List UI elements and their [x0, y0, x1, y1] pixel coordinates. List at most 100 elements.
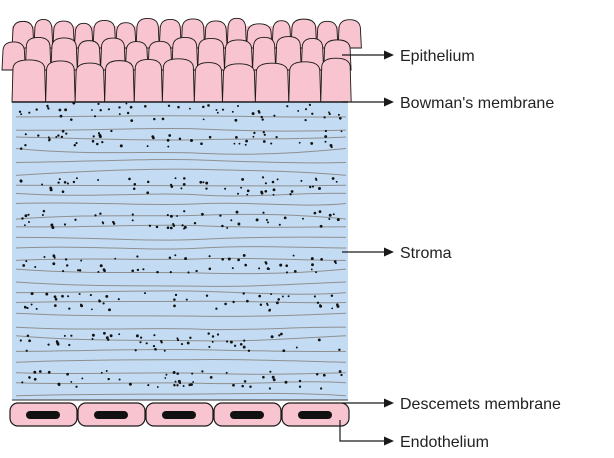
keratocyte-dot: [33, 371, 36, 374]
keratocyte-dot: [230, 219, 232, 221]
keratocyte-dot: [286, 105, 288, 107]
keratocyte-dot: [147, 384, 149, 386]
keratocyte-dot: [52, 262, 55, 265]
keratocyte-dot: [189, 108, 191, 110]
keratocyte-dot: [51, 189, 53, 191]
keratocyte-dot: [232, 384, 235, 387]
keratocyte-dot: [80, 260, 82, 262]
keratocyte-dot: [80, 304, 82, 306]
keratocyte-dot: [267, 304, 269, 306]
epithelium-cell: [194, 63, 222, 102]
keratocyte-dot: [99, 135, 102, 138]
keratocyte-dot: [165, 374, 167, 376]
keratocyte-dot: [323, 374, 326, 377]
keratocyte-dot: [262, 176, 264, 178]
keratocyte-dot: [258, 267, 260, 269]
keratocyte-dot: [232, 111, 234, 113]
keratocyte-dot: [103, 332, 106, 335]
keratocyte-dot: [79, 293, 81, 295]
keratocyte-dot: [233, 143, 235, 145]
keratocyte-dot: [219, 214, 221, 216]
keratocyte-dot: [329, 214, 332, 217]
keratocyte-dot: [207, 332, 209, 334]
keratocyte-dot: [137, 269, 139, 271]
keratocyte-dot: [333, 213, 335, 215]
epithelium-cell: [75, 63, 105, 102]
keratocyte-dot: [266, 219, 268, 221]
keratocyte-dot: [152, 137, 155, 140]
keratocyte-dot: [263, 140, 266, 143]
keratocyte-dot: [199, 181, 202, 184]
keratocyte-dot: [296, 347, 298, 349]
epithelium-layer: [2, 18, 361, 102]
keratocyte-dot: [147, 145, 149, 147]
keratocyte-dot: [331, 295, 333, 297]
keratocyte-dot: [195, 270, 197, 272]
keratocyte-dot: [156, 226, 159, 229]
epithelium-cell: [12, 60, 46, 102]
keratocyte-dot: [47, 343, 49, 345]
keratocyte-dot: [261, 192, 264, 195]
keratocyte-dot: [62, 130, 65, 133]
keratocyte-dot: [64, 223, 66, 225]
keratocyte-dot: [264, 190, 267, 193]
keratocyte-dot: [110, 334, 113, 337]
descemet-arrowhead: [384, 399, 394, 408]
keratocyte-dot: [157, 386, 159, 388]
keratocyte-dot: [272, 376, 275, 379]
keratocyte-dot: [57, 134, 59, 136]
keratocyte-dot: [247, 190, 250, 193]
keratocyte-dot: [258, 111, 260, 113]
keratocyte-dot: [262, 212, 264, 214]
keratocyte-dot: [24, 224, 26, 226]
keratocyte-dot: [302, 218, 304, 220]
keratocyte-dot: [314, 212, 317, 215]
keratocyte-dot: [243, 346, 246, 349]
keratocyte-dot: [164, 350, 166, 352]
keratocyte-dot: [103, 302, 105, 304]
keratocyte-dot: [232, 267, 234, 269]
keratocyte-dot: [169, 257, 172, 260]
keratocyte-dot: [97, 271, 99, 273]
keratocyte-dot: [320, 225, 323, 228]
keratocyte-dot: [130, 106, 133, 109]
keratocyte-dot: [224, 303, 227, 306]
keratocyte-dot: [263, 131, 265, 133]
keratocyte-dot: [28, 376, 30, 378]
keratocyte-dot: [282, 349, 285, 352]
keratocyte-dot: [239, 143, 241, 145]
keratocyte-dot: [174, 254, 176, 256]
keratocyte-dot: [305, 108, 307, 110]
keratocyte-dot: [207, 104, 210, 107]
keratocyte-dot: [294, 270, 297, 273]
keratocyte-dot: [205, 187, 207, 189]
keratocyte-dot: [209, 136, 212, 139]
keratocyte-dot: [282, 296, 284, 298]
epithelium-cell: [321, 58, 351, 102]
keratocyte-dot: [273, 378, 276, 381]
keratocyte-dot: [192, 381, 194, 383]
keratocyte-dot: [291, 190, 294, 193]
keratocyte-dot: [205, 182, 208, 185]
keratocyte-dot: [42, 214, 44, 216]
keratocyte-dot: [222, 109, 224, 111]
keratocyte-dot: [102, 222, 104, 224]
keratocyte-dot: [212, 335, 214, 337]
keratocyte-dot: [68, 307, 70, 309]
keratocyte-dot: [97, 103, 99, 105]
keratocyte-dot: [64, 335, 66, 337]
keratocyte-dot: [66, 373, 69, 376]
keratocyte-dot: [201, 213, 204, 216]
keratocyte-dot: [177, 106, 180, 109]
keratocyte-dot: [187, 271, 189, 273]
keratocyte-dot: [74, 144, 76, 146]
keratocyte-dot: [316, 373, 319, 376]
keratocyte-dot: [91, 109, 93, 111]
keratocyte-dot: [245, 144, 247, 146]
keratocyte-dot: [244, 264, 247, 267]
keratocyte-dot: [156, 271, 159, 274]
keratocyte-dot: [269, 371, 271, 373]
keratocyte-dot: [173, 384, 175, 386]
keratocyte-dot: [324, 135, 327, 138]
